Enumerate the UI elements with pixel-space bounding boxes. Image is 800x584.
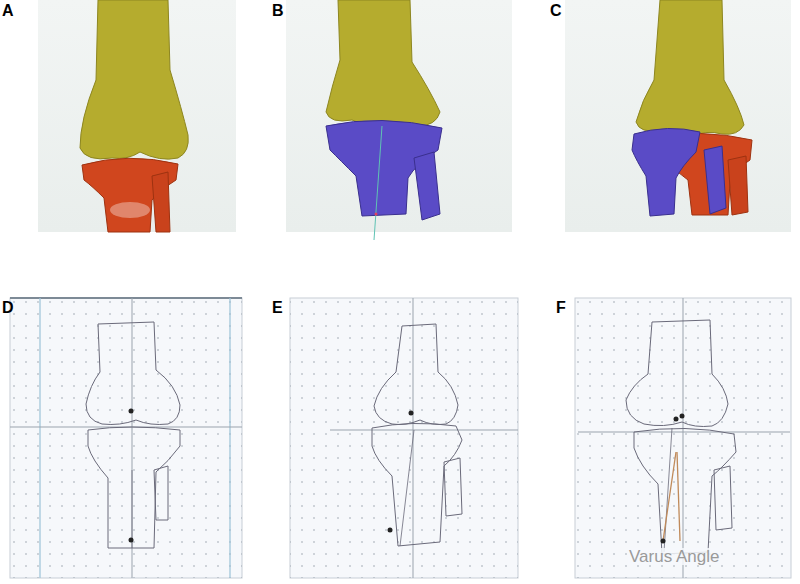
- panel-letter: E: [272, 300, 283, 316]
- panel-letter: F: [556, 300, 566, 316]
- angle-label: Varus Angle: [628, 548, 720, 565]
- panel-b-render: [286, 0, 512, 240]
- panel-f-outline: [575, 298, 791, 578]
- panel-d-outline: [10, 298, 242, 578]
- panel-a-render: [38, 0, 236, 232]
- panel-letter: A: [2, 3, 14, 19]
- panel-c-render: [565, 0, 791, 232]
- panel-letter: C: [550, 3, 562, 19]
- panel-letter: B: [272, 3, 284, 19]
- panel-letter: D: [2, 300, 14, 316]
- panel-e-outline: [290, 298, 518, 578]
